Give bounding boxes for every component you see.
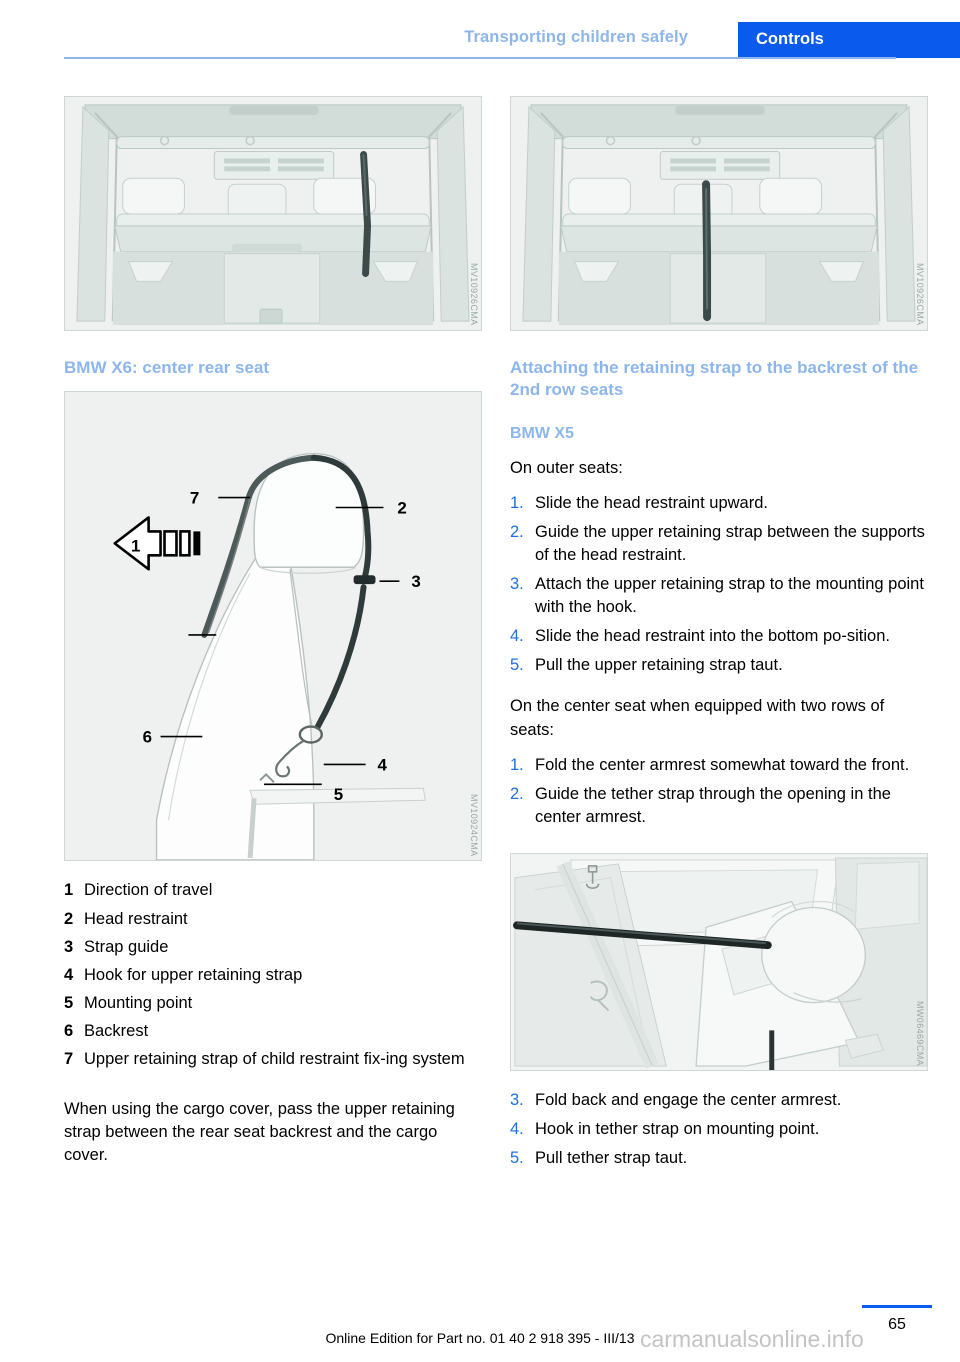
left-column: MV10926CMA BMW X6: center rear seat	[64, 96, 482, 1167]
step-number: 3.	[510, 1090, 524, 1109]
svg-text:4: 4	[377, 756, 387, 775]
left-section-heading: BMW X6: center rear seat	[64, 358, 270, 377]
header-divider-rule	[64, 57, 896, 59]
figure-center-armrest-tether: MW06469CMA	[510, 852, 928, 1071]
step-text: Fold the center armrest somewhat toward …	[535, 755, 910, 774]
key-label: Hook for upper retaining strap	[84, 965, 303, 984]
figure-cargo-area-right: MV10926CMA	[510, 96, 928, 331]
backrest-strap-diagram: 1 7 2 3 4 5 6	[65, 392, 481, 861]
step-number: 3.	[510, 575, 524, 594]
key-number: 1	[64, 881, 74, 900]
step-number: 5.	[510, 656, 524, 675]
list-item: 4. Hook in tether strap on mounting point…	[510, 1118, 928, 1141]
cargo-area-illustration	[65, 97, 481, 330]
step-number: 4.	[510, 627, 524, 646]
svg-text:7: 7	[190, 489, 199, 508]
list-item: 2. Guide the upper retaining strap betwee…	[510, 521, 928, 567]
footer-edition-line: Online Edition for Part no. 01 40 2 918 …	[325, 1330, 635, 1346]
key-label: Upper retaining strap of child restraint…	[84, 1050, 465, 1068]
figure-code-left-top: MV10926CMA	[469, 263, 479, 326]
list-item: 3. Attach the upper retaining strap to th…	[510, 573, 928, 619]
svg-text:1: 1	[131, 537, 140, 556]
callout-key-list: 1 Direction of travel 2 Head restraint 3 St…	[64, 879, 482, 1071]
figure-code-left-diagram: MV10924CMA	[469, 793, 479, 857]
key-label: Mounting point	[84, 993, 193, 1012]
svg-text:2: 2	[397, 499, 406, 518]
step-text: Fold back and engage the center armrest.	[535, 1090, 842, 1109]
header-section-tab: Controls	[738, 22, 960, 58]
intro-center-seat: On the center seat when equipped with tw…	[510, 697, 885, 739]
list-item: 5. Pull tether strap taut.	[510, 1147, 928, 1170]
step-text: Slide the head restraint into the bottom…	[535, 627, 890, 646]
figure-backrest-diagram: 1 7 2 3 4 5 6 MV10924CMA	[64, 391, 482, 862]
list-item: 4 Hook for upper retaining strap	[64, 964, 482, 987]
step-number: 2.	[510, 784, 524, 803]
header-chapter-title: Transporting children safely	[464, 28, 688, 46]
page-header: Transporting children safely Controls	[0, 0, 960, 64]
list-item: 5 Mounting point	[64, 992, 482, 1015]
figure-cargo-area-left: MV10926CMA	[64, 96, 482, 331]
list-item: 5. Pull the upper retaining strap taut.	[510, 654, 928, 677]
list-item: 3 Strap guide	[64, 936, 482, 959]
list-item: 2. Guide the tether strap through the ope…	[510, 783, 928, 829]
step-number: 1.	[510, 755, 524, 774]
step-text: Hook in tether strap on mounting point.	[535, 1119, 820, 1138]
key-number: 4	[64, 965, 74, 984]
key-number: 5	[64, 993, 74, 1012]
list-item: 7 Upper retaining strap of child restrain…	[64, 1048, 482, 1071]
step-number: 1.	[510, 493, 524, 512]
step-number: 5.	[510, 1149, 524, 1168]
svg-text:5: 5	[334, 786, 343, 805]
svg-text:3: 3	[411, 573, 420, 592]
header-section-tab-label: Controls	[756, 30, 824, 48]
page-number: 65	[888, 1316, 906, 1333]
cargo-area-center-strap-illustration	[511, 97, 927, 330]
svg-text:6: 6	[143, 728, 152, 747]
step-text: Pull tether strap taut.	[535, 1149, 688, 1168]
steps-center-seat-before: 1. Fold the center armrest somewhat towar…	[510, 754, 928, 829]
step-text: Attach the upper retaining strap to the …	[535, 575, 924, 617]
figure-code-right-top: MV10926CMA	[915, 263, 925, 326]
steps-outer-seats: 1. Slide the head restraint upward. 2. Gui…	[510, 492, 928, 678]
list-item: 1. Slide the head restraint upward.	[510, 492, 928, 515]
step-number: 2.	[510, 522, 524, 541]
right-column: MV10926CMA Attaching the retaining strap…	[510, 96, 928, 1176]
step-text: Slide the head restraint upward.	[535, 493, 768, 512]
direction-of-travel-arrow: 1	[113, 516, 201, 571]
figure-code-cabin: MW06469CMA	[915, 1000, 925, 1066]
steps-center-seat-after: 3. Fold back and engage the center armres…	[510, 1089, 928, 1170]
left-closing-paragraph: When using the cargo cover, pass the upp…	[64, 1100, 455, 1165]
key-label: Head restraint	[84, 909, 188, 928]
key-label: Backrest	[84, 1021, 149, 1040]
center-armrest-tether-illustration	[511, 853, 927, 1070]
key-number: 6	[64, 1021, 74, 1040]
list-item: 2 Head restraint	[64, 908, 482, 931]
key-number: 2	[64, 909, 74, 928]
step-text: Pull the upper retaining strap taut.	[535, 656, 783, 675]
key-label: Direction of travel	[84, 881, 213, 900]
list-item: 6 Backrest	[64, 1020, 482, 1043]
key-number: 3	[64, 937, 74, 956]
list-item: 1. Fold the center armrest somewhat towar…	[510, 754, 928, 777]
step-text: Guide the tether strap through the openi…	[535, 784, 891, 826]
list-item: 3. Fold back and engage the center armres…	[510, 1089, 928, 1112]
right-subheading-model: BMW X5	[510, 424, 574, 442]
footer-page-rule	[862, 1305, 932, 1308]
key-number: 7	[64, 1050, 74, 1068]
key-label: Strap guide	[84, 937, 169, 956]
list-item: 1 Direction of travel	[64, 879, 482, 902]
step-number: 4.	[510, 1119, 524, 1138]
intro-outer-seats: On outer seats:	[510, 458, 623, 477]
list-item: 4. Slide the head restraint into the bott…	[510, 625, 928, 648]
right-section-heading: Attaching the retaining strap to the bac…	[510, 358, 919, 400]
step-text: Guide the upper retaining strap between …	[535, 522, 925, 564]
